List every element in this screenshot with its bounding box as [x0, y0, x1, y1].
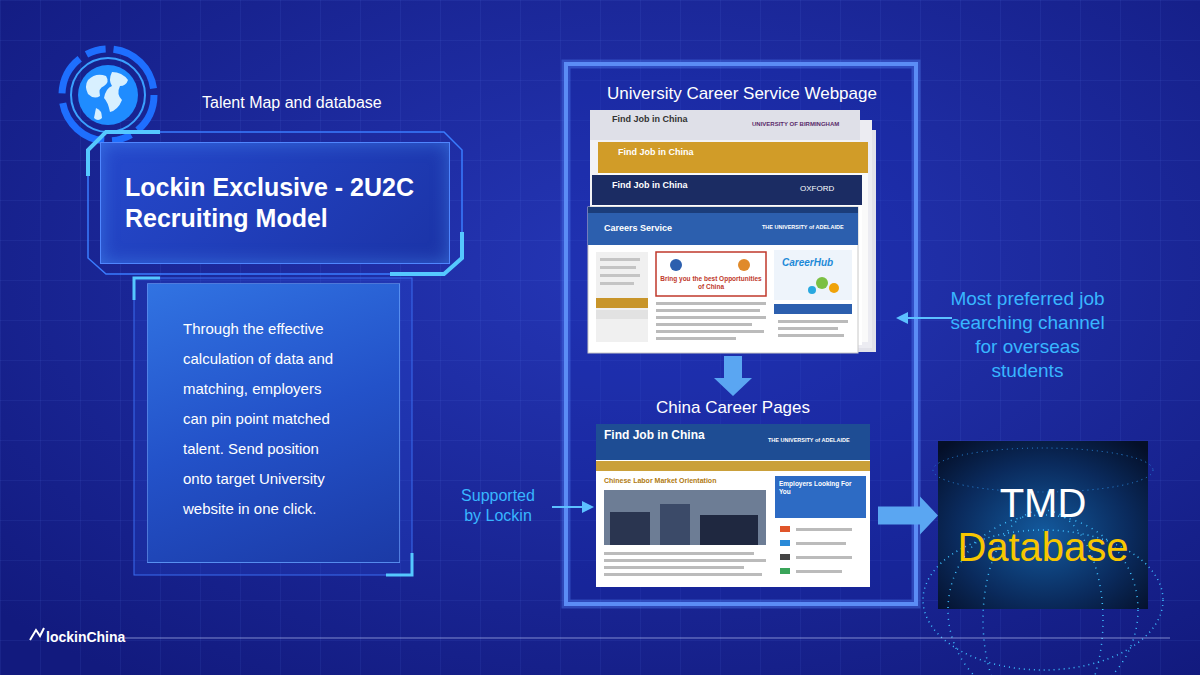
logo-icon	[30, 628, 44, 640]
screenshot-text: Bring you the best Opportunities of Chin…	[660, 275, 762, 291]
screenshot-text: Find Job in China	[612, 114, 688, 124]
group-frame	[566, 64, 916, 604]
flow-arrow	[878, 497, 938, 535]
title-panel: Lockin Exclusive - 2U2C Recruiting Model	[100, 142, 450, 264]
screenshot-text: Find Job in China	[618, 147, 694, 157]
callout-text: Most preferred job searching channel for…	[945, 287, 1110, 383]
group-heading: University Career Service Webpage	[578, 84, 906, 104]
screenshot-text: Careers Service	[604, 223, 672, 233]
database-title: Database	[957, 525, 1128, 569]
screenshot-text: UNIVERSITY OF BIRMINGHAM	[752, 121, 839, 128]
section-label: Talent Map and database	[202, 94, 382, 112]
footer-rule	[125, 638, 1170, 639]
group-heading: China Career Pages	[588, 398, 878, 418]
brand-logo: lockinChina	[46, 629, 125, 645]
callout-text: Supported by Lockin	[452, 486, 544, 526]
screenshot-text: Chinese Labor Market Orientation	[604, 477, 716, 485]
screenshot-text: OXFORD	[800, 184, 834, 193]
flow-arrow	[714, 356, 752, 396]
screenshot-text: Find Job in China	[604, 429, 705, 443]
globe-icon	[62, 49, 154, 141]
callout-arrow	[552, 501, 594, 513]
screenshot-text: Find Job in China	[612, 180, 688, 190]
panel-frame	[88, 132, 462, 274]
panel-frame	[134, 278, 412, 575]
callout-arrow	[896, 312, 952, 324]
database-picture	[923, 441, 1163, 675]
screenshot-stack	[588, 110, 876, 353]
screenshot-text: THE UNIVERSITY of ADELAIDE	[762, 224, 844, 230]
database-box: TMDDatabase	[938, 441, 1148, 609]
description-panel: Through the effective calculation of dat…	[147, 283, 400, 563]
panel-title: Lockin Exclusive - 2U2C Recruiting Model	[125, 172, 425, 235]
screenshot-text: Employers Looking For You	[779, 480, 863, 496]
screenshot-group: China Career Pages	[588, 396, 878, 590]
panel-text: Through the effective calculation of dat…	[183, 314, 343, 524]
group-frame-glow	[566, 64, 916, 604]
screenshot-text: CareerHub	[782, 257, 833, 269]
database-title: TMD	[1000, 481, 1087, 525]
career-page-screenshot	[596, 424, 870, 587]
screenshot-text: THE UNIVERSITY of ADELAIDE	[768, 437, 850, 443]
